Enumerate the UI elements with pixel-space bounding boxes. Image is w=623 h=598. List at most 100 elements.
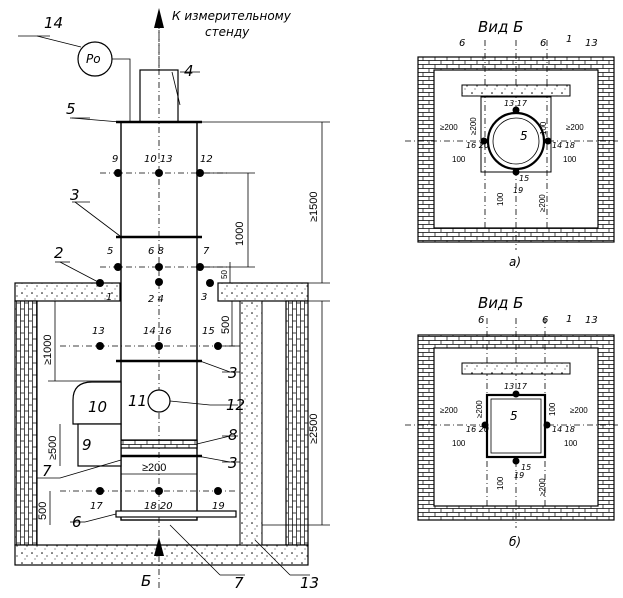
view-b-dim-bottom-200: ≥200 [538, 478, 547, 496]
view-a-dim-left-200: ≥200 [440, 123, 458, 132]
callout-3-top: 3 [70, 186, 80, 204]
callout-3-mid: 3 [228, 364, 238, 382]
view-a-point-16-20: 16 20 [466, 141, 489, 150]
view-b-point-16-20: 16 20 [466, 425, 489, 434]
point-label-14-16: 14 16 [143, 326, 172, 337]
view-a-label-5: 5 [520, 129, 528, 143]
pit-wall-left [14, 300, 38, 546]
main-section: Ро 9 10 13 12 5 6 8 7 1 2 4 3 13 14 16 1… [14, 8, 330, 592]
callout-3-low: 3 [228, 454, 238, 472]
callout-11: 11 [128, 392, 147, 410]
callout-12: 12 [226, 396, 245, 414]
callout-5: 5 [66, 100, 76, 118]
view-a-duct-circle [486, 111, 546, 171]
view-b-dim-left-200: ≥200 [440, 406, 458, 415]
callout-7-left: 7 [42, 462, 52, 480]
dim-500-bottom: 500 [37, 502, 49, 520]
view-a-title: Вид Б [478, 18, 523, 36]
point-label-10-13: 10 13 [144, 154, 173, 165]
point-label-9: 9 [112, 154, 118, 165]
view-a-dim-100-left: 100 [452, 155, 466, 164]
view-b-label-6-right: 6 [542, 315, 548, 326]
dim-500-right: 500 [220, 316, 232, 334]
view-a-caption: а) [509, 255, 521, 269]
callout-8: 8 [228, 426, 238, 444]
callout-13: 13 [300, 574, 319, 592]
point-label-15: 15 [202, 326, 215, 337]
view-a-dim-100-top: 100 [539, 121, 548, 135]
view-a: Вид Б 6 6 1 13 5 13 17 16 20 14 18 15 19… [405, 18, 618, 269]
top-note-line1: К измерительному [172, 9, 292, 23]
view-a-point-15: 15 [519, 174, 529, 183]
callout-2: 2 [54, 244, 64, 262]
elbow-bend [72, 381, 122, 425]
view-a-label-6-left: 6 [459, 38, 465, 49]
view-b-point-14-18: 14 18 [552, 425, 575, 434]
callout-14: 14 [44, 14, 63, 32]
callout-6: 6 [72, 513, 82, 531]
view-arrow-icon [154, 537, 164, 556]
view-a-label-13: 13 [585, 38, 598, 49]
point-label-12: 12 [200, 154, 213, 165]
dim-1500: ≥1500 [308, 191, 320, 222]
view-a-point-14-18: 14 18 [552, 141, 575, 150]
view-b-point-15: 15 [521, 463, 531, 472]
view-b-dim-top-200: ≥200 [475, 400, 484, 418]
view-b-label-13: 13 [585, 315, 598, 326]
callout-9: 9 [82, 436, 92, 454]
view-a-dim-bottom-200: ≥200 [538, 194, 547, 212]
support-column [239, 300, 263, 546]
chamber-box [77, 423, 122, 467]
view-b-dim-right-200: ≥200 [570, 406, 588, 415]
view-b-point-13-17: 13 17 [504, 382, 528, 391]
dim-1000: 1000 [234, 222, 246, 246]
view-b-dim-100-top: 100 [548, 402, 557, 416]
point-label-17: 17 [90, 501, 103, 512]
view-a-dim-100-bottom: 100 [496, 192, 505, 206]
view-b-duct-square [485, 393, 547, 459]
view-b-dim-100-left: 100 [452, 439, 466, 448]
point-label-5: 5 [107, 246, 113, 257]
view-arrow-label: Б [141, 572, 151, 590]
dim-200: ≥200 [142, 462, 166, 474]
view-b-label-5: 5 [510, 409, 518, 423]
view-a-label-1: 1 [566, 34, 572, 45]
view-b: Вид Б 6 6 1 13 5 13 17 16 20 14 18 15 19… [405, 294, 618, 549]
pit-wall-right [285, 300, 309, 546]
dim-2500: ≥2500 [308, 413, 320, 444]
view-a-dim-100-right: 100 [563, 155, 577, 164]
view-b-caption: б) [509, 535, 521, 549]
dim-50: 50 [220, 270, 229, 279]
view-a-beam [461, 84, 571, 97]
view-b-beam [461, 362, 571, 375]
view-b-point-19: 19 [514, 471, 524, 480]
point-label-7: 7 [203, 246, 210, 257]
ground-slab-right [217, 282, 309, 302]
view-b-title: Вид Б [478, 294, 523, 312]
view-a-point-13-17: 13 17 [504, 99, 528, 108]
callout-7-bottom: 7 [234, 574, 244, 592]
view-b-label-1: 1 [566, 314, 572, 325]
dim-1000-left: ≥1000 [42, 334, 54, 365]
view-b-dim-100-bottom: 100 [496, 476, 505, 490]
view-a-dim-right-200: ≥200 [566, 123, 584, 132]
callout-leaders [37, 71, 310, 576]
view-b-label-6-left: 6 [478, 315, 484, 326]
ground-slab-left [14, 282, 121, 302]
view-a-dim-top-200: ≥200 [469, 117, 478, 135]
top-note-line2: стенду [205, 25, 250, 39]
point-label-2-4: 2 4 [148, 294, 164, 305]
view-a-label-6-right: 6 [540, 38, 546, 49]
point-label-18-20: 18 20 [144, 501, 173, 512]
side-opening [147, 389, 171, 413]
point-label-13: 13 [92, 326, 105, 337]
point-label-3: 3 [201, 292, 207, 303]
point-label-1: 1 [106, 292, 112, 303]
gauge-label: Ро [86, 52, 101, 66]
point-label-6-8: 6 8 [148, 246, 164, 257]
view-a-point-19: 19 [513, 186, 523, 195]
callout-10: 10 [88, 398, 107, 416]
point-label-19: 19 [212, 501, 225, 512]
